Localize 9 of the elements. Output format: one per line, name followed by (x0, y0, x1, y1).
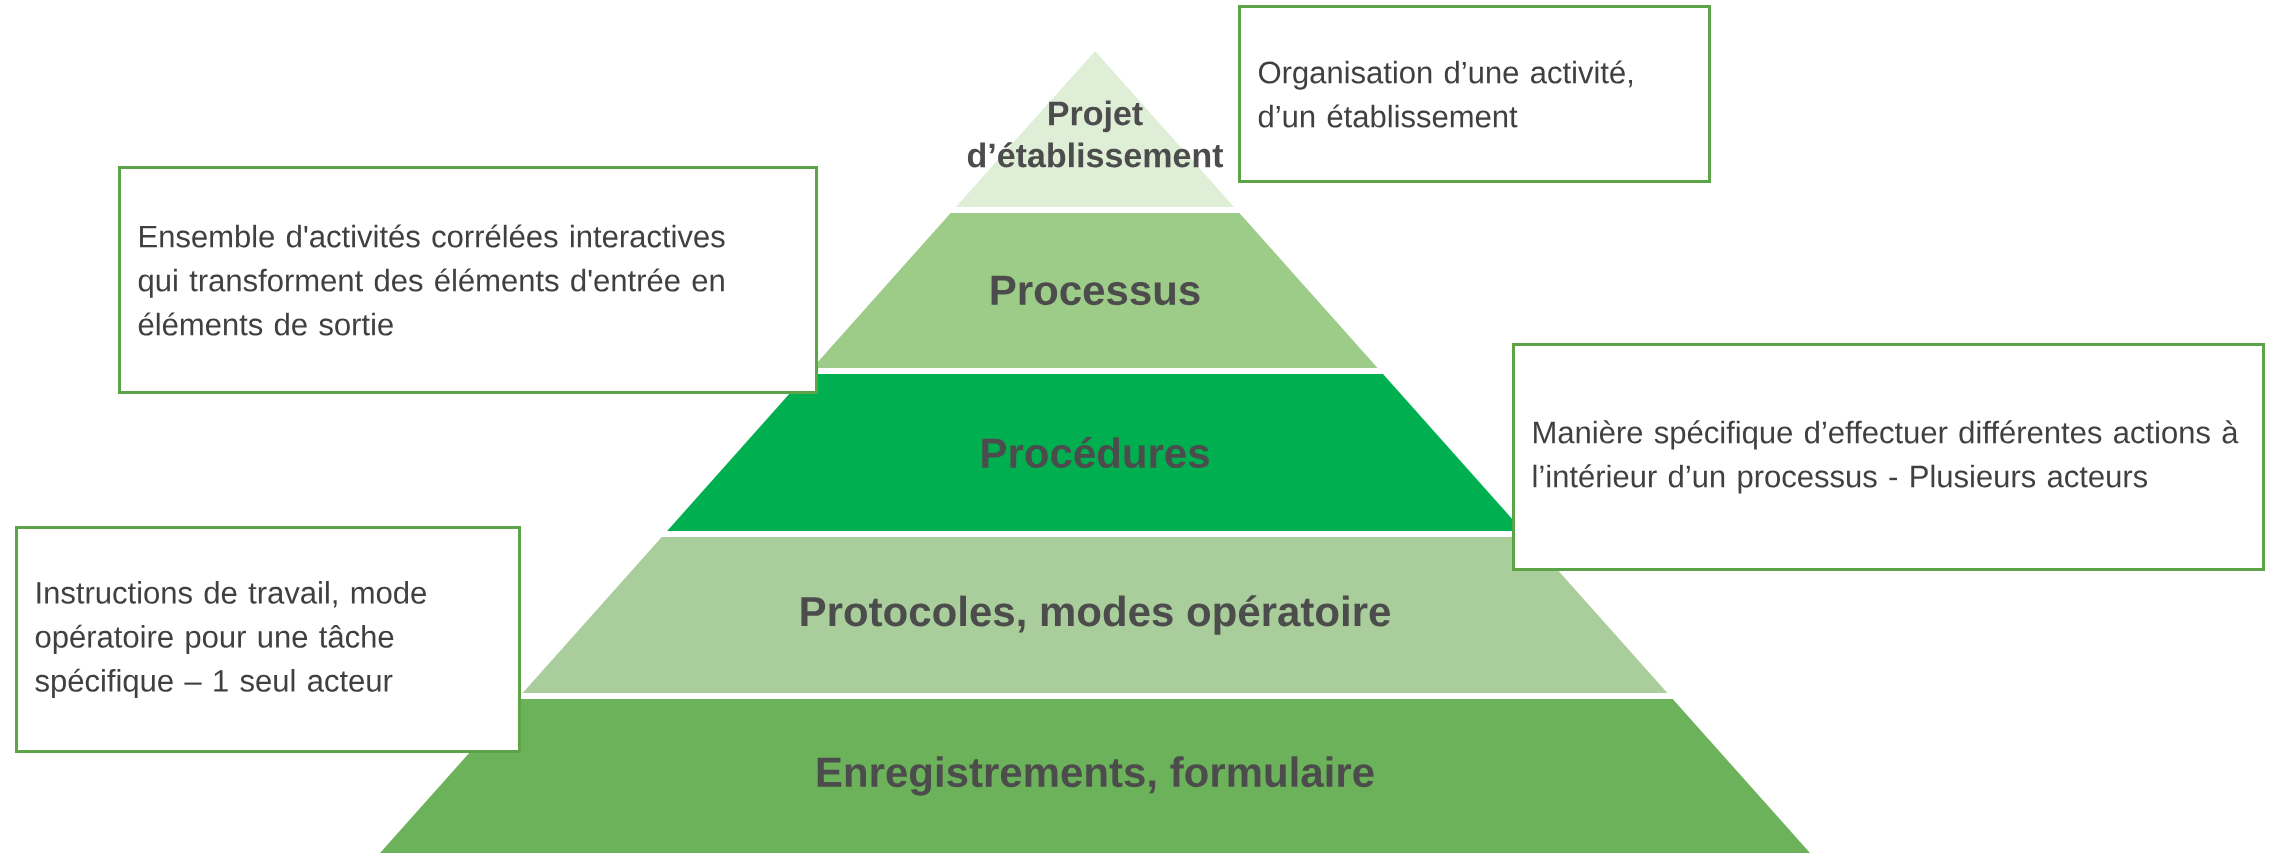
pyramid-level: Processus (812, 213, 1378, 368)
callout-box: Manière spécifique d’effectuer différentes actions à l’intérieur d’un processus - Plusieurs acteurs (1512, 343, 2265, 571)
callout-box: Ensemble d'activités corrélées interactives qui transforment des éléments d'entrée en éléments de sortie (118, 166, 818, 394)
pyramid-level: Protocoles, modes opératoire (522, 537, 1668, 693)
pyramid-level: Enregistrements, formulaire (380, 699, 1810, 853)
callout-box: Organisation d’une activité, d’un établissement (1238, 5, 1711, 183)
pyramid-level: Procédures (667, 374, 1523, 531)
callout-box: Instructions de travail, mode opératoire pour une tâche spécifique – 1 seul acteur (15, 526, 521, 753)
pyramid-level: Projet d’établissement (955, 51, 1235, 207)
